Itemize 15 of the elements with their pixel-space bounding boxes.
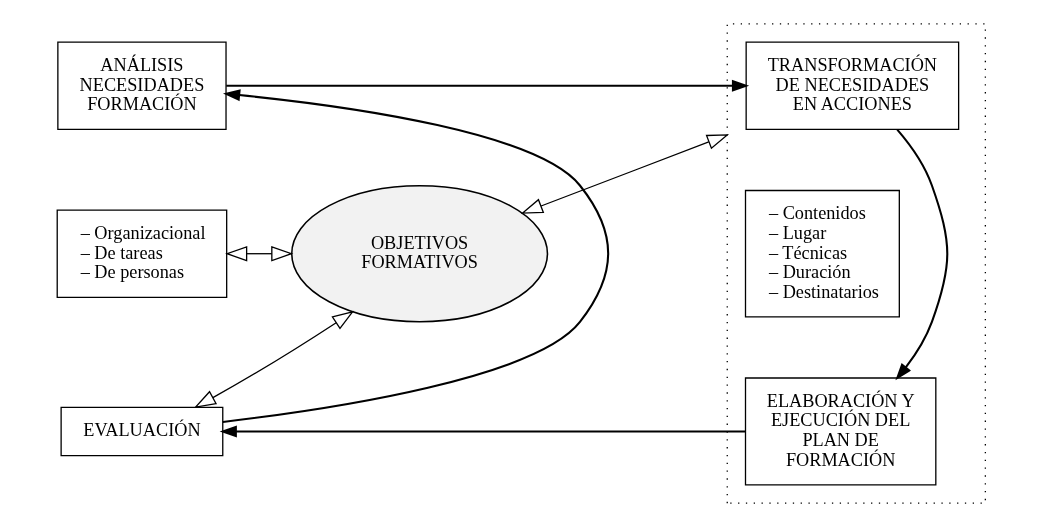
node-box: ANÁLISIS NECESIDADES FORMACIÓN (57, 41, 227, 131)
arrow (520, 134, 730, 214)
arrow (219, 425, 746, 438)
arrow (193, 310, 355, 409)
node-box: ELABORACIÓN Y EJECUCIÓN DEL PLAN DE FORMACIÓN (744, 377, 937, 486)
node-box: TRANSFORMACIÓN DE NECESIDADES EN ACCIONES (745, 41, 960, 131)
node-box: – Contenidos – Lugar – Técnicas – Duración – Destinatarios (744, 189, 900, 318)
arrow (895, 128, 949, 381)
cluster (726, 23, 986, 504)
arrow (222, 89, 609, 423)
arrow (225, 245, 294, 262)
node-box: – Organizacional – De tareas – De personas (56, 209, 228, 299)
arrow (226, 79, 750, 92)
node-box: EVALUACIÓN (60, 406, 224, 457)
node-ellipse: OBJETIVOS FORMATIVOS (290, 184, 549, 323)
